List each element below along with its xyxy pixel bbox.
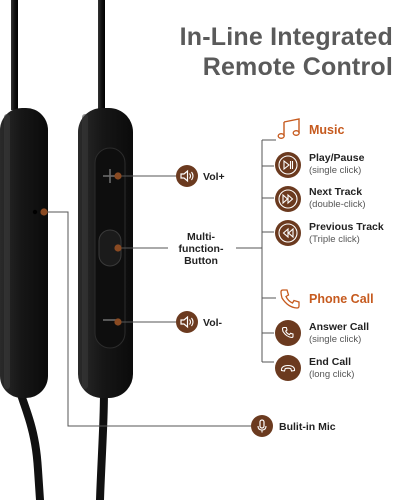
phone-icon xyxy=(280,289,300,309)
music-heading: Music xyxy=(309,123,345,137)
play-pause-label: Play/Pause xyxy=(309,152,365,164)
end-call-icon xyxy=(275,355,301,381)
right-cable-bottom xyxy=(96,388,108,500)
phone-heading: Phone Call xyxy=(309,292,374,306)
page-title-line1: In-Line Integrated xyxy=(179,23,393,51)
answer-call-label: Answer Call xyxy=(309,321,370,333)
next-track-icon xyxy=(275,186,301,212)
previous-track-icon xyxy=(275,220,301,246)
end-call-label: End Call xyxy=(309,356,352,368)
page-title-line2: Remote Control xyxy=(202,53,393,81)
left-cable-top xyxy=(11,0,18,110)
answer-call-icon xyxy=(275,320,301,346)
play-pause-sub: (single click) xyxy=(309,165,362,176)
end-call-sub: (long click) xyxy=(309,369,355,380)
left-cable-bottom xyxy=(16,388,44,500)
mic-label: Bulit-in Mic xyxy=(279,421,336,433)
previous-track-sub: (Triple click) xyxy=(309,234,360,245)
next-track-label: Next Track xyxy=(309,186,363,198)
microphone-icon xyxy=(251,415,273,437)
mic-hole xyxy=(32,209,38,215)
vol-down-label: Vol- xyxy=(203,317,223,329)
next-track-sub: (double-click) xyxy=(309,199,366,210)
left-remote-body xyxy=(0,108,48,398)
volume-down-icon xyxy=(176,311,198,333)
vol-up-label: Vol+ xyxy=(203,171,225,183)
multi-function-label: Multi- function- Button xyxy=(178,231,224,267)
right-cable-top xyxy=(98,0,105,110)
answer-call-sub: (single click) xyxy=(309,334,362,345)
play-pause-icon xyxy=(275,152,301,178)
previous-track-label: Previous Track xyxy=(309,221,384,233)
music-note-icon xyxy=(277,118,300,139)
volume-up-icon xyxy=(176,165,198,187)
